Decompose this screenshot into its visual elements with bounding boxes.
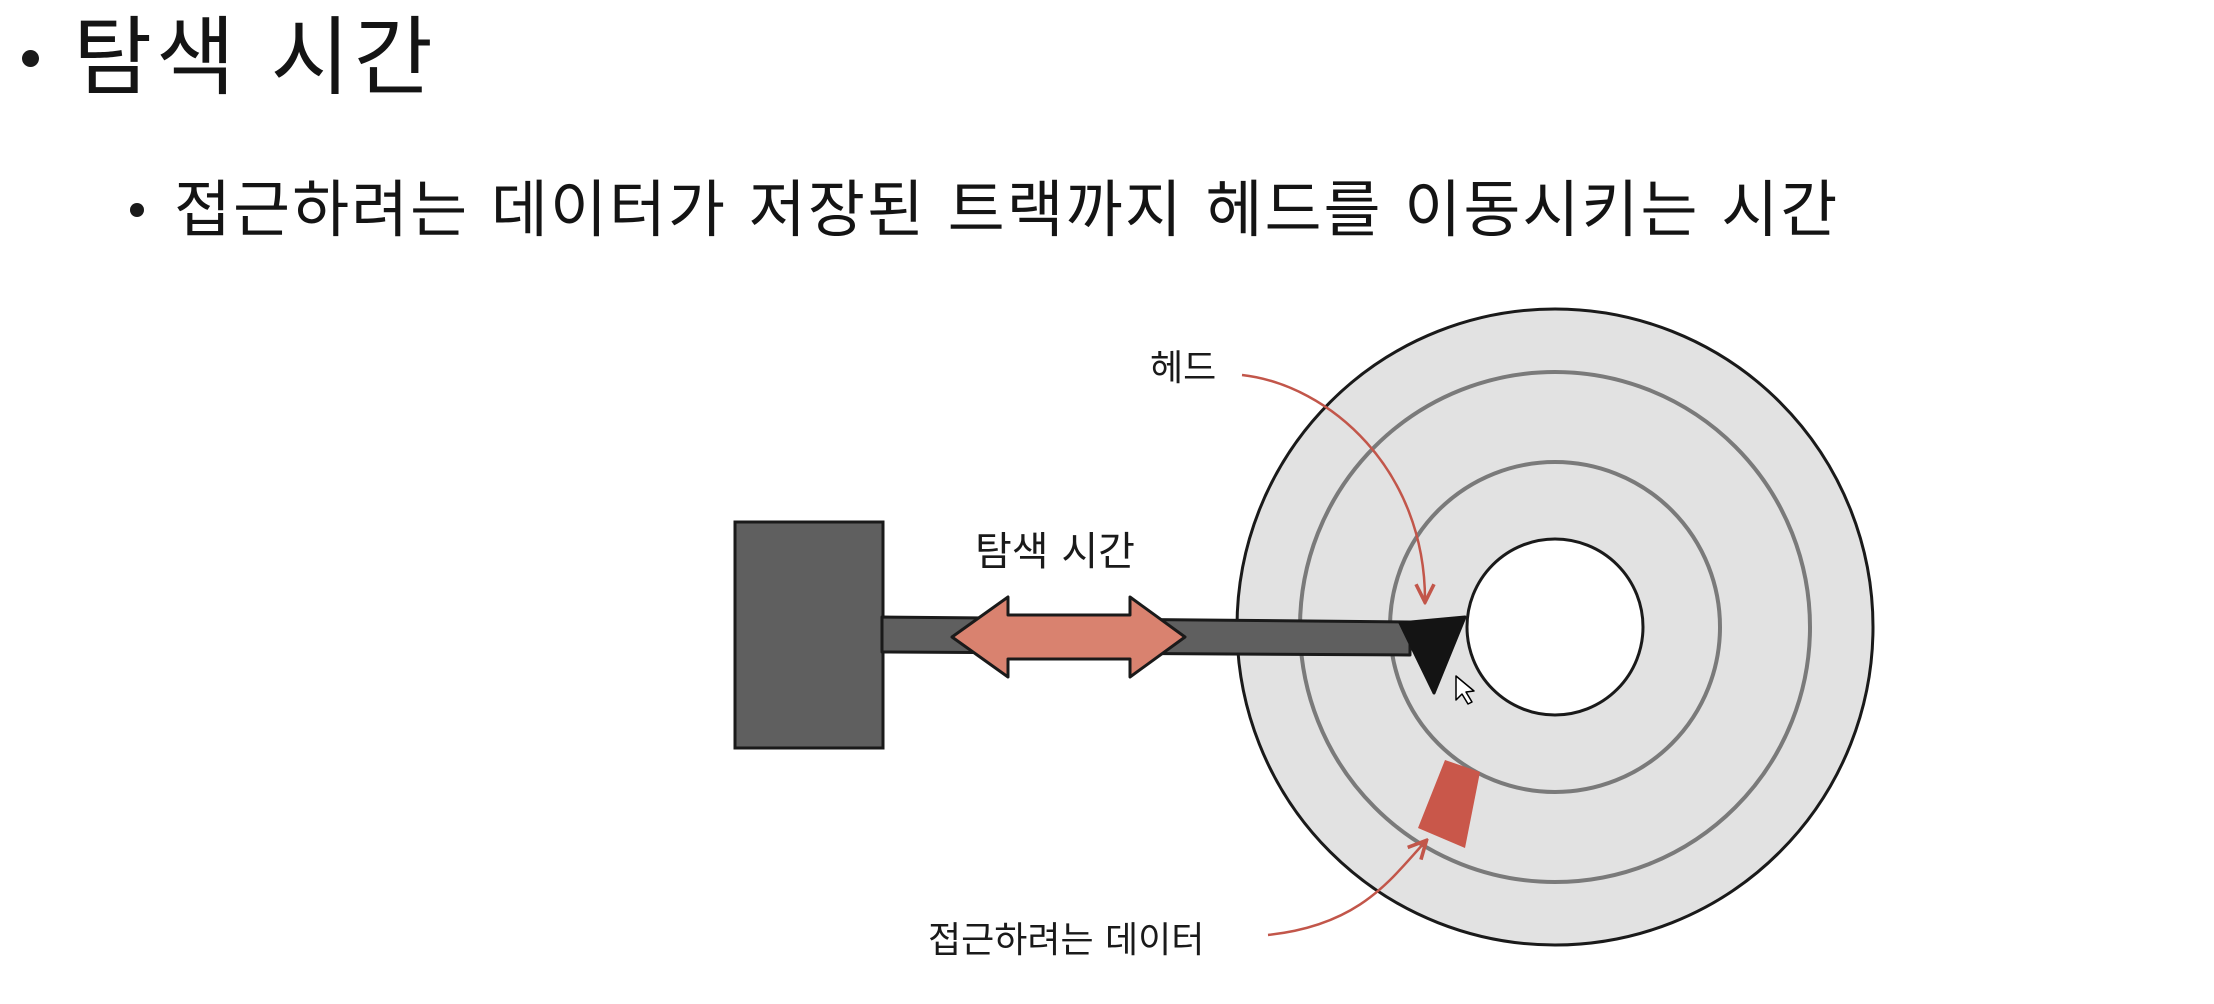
seek-time-label: 탐색 시간 [975,529,1135,575]
mouse-cursor-icon [1455,675,1475,705]
bullet-dot-icon [130,203,144,217]
head-annotation-arrow [1241,373,1425,600]
slide-subtitle: 접근하려는 데이터가 저장된 트랙까지 헤드를 이동시키는 시간 [174,173,1840,246]
subtitle-bullet: 접근하려는 데이터가 저장된 트랙까지 헤드를 이동시키는 시간 [130,170,1839,250]
head-label: 헤드 [1150,348,1216,389]
seek-time-double-arrow-icon [950,595,1187,679]
data-annotation-arrow [1267,842,1425,937]
title-bullet: 탐색 시간 [22,8,437,108]
read-write-head [1398,615,1467,695]
spindle-hole [1465,537,1645,717]
slide-title: 탐색 시간 [73,8,437,108]
actuator-block [733,520,885,750]
target-data-sector [1418,760,1480,848]
bullet-dot-icon [22,49,39,67]
target-data-label: 접근하려는 데이터 [928,920,1204,961]
